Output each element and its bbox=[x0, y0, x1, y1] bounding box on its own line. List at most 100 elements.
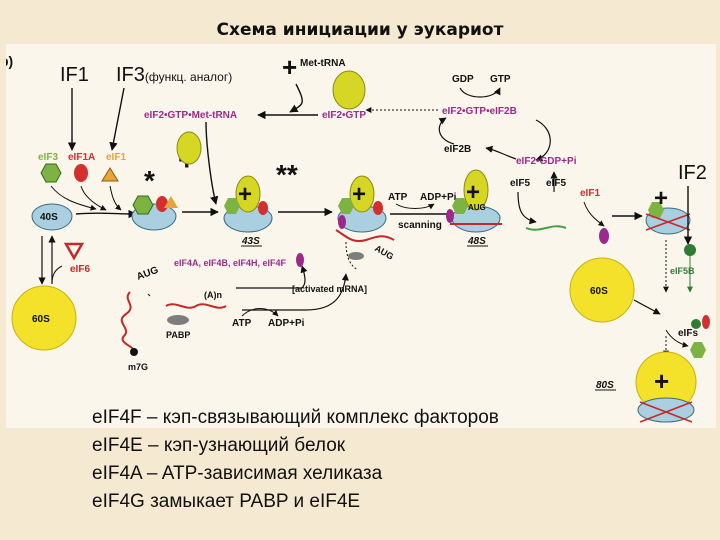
arrow-activated bbox=[147, 293, 151, 297]
pabp-label: PABP bbox=[166, 330, 190, 340]
plus-48s: + bbox=[466, 179, 480, 206]
eif1a-oval bbox=[74, 164, 88, 182]
adp-mrna-label: ADP+Pi bbox=[268, 318, 305, 329]
eif5-b-label: eIF5 bbox=[546, 178, 566, 189]
eif2-gtp-label: eIF2•GTP bbox=[322, 110, 366, 121]
plus-right: + bbox=[654, 185, 668, 212]
star-eif1 bbox=[164, 196, 178, 208]
plus-scan: + bbox=[352, 181, 366, 208]
arrow-met-to-eif2gtp bbox=[289, 83, 303, 113]
plus-met-label: + bbox=[282, 52, 297, 82]
trna-43s bbox=[235, 175, 261, 213]
activated-mrna-label: [activated mRNA] bbox=[292, 284, 367, 294]
eif2-gtp-eif2b-label: eIF2•GTP•eIF2B bbox=[442, 106, 517, 117]
eif4-right bbox=[599, 228, 609, 244]
mrna-right-cross bbox=[645, 213, 691, 231]
m7g-label: m7G bbox=[128, 362, 148, 372]
arrow-trna-down bbox=[205, 121, 219, 205]
star-eif1a bbox=[156, 196, 168, 212]
arrow-factors-converge-2 bbox=[80, 185, 107, 211]
met-trna-label: Met-tRNA bbox=[300, 58, 346, 69]
eif3-hexagon bbox=[40, 163, 62, 183]
arrow-eif5-down bbox=[517, 191, 537, 225]
panel-letter: b) bbox=[6, 53, 13, 69]
eif2-gtp-met-label: eIF2•GTP•Met-tRNA bbox=[144, 110, 237, 121]
eif3-right bbox=[648, 202, 664, 218]
ribosome-40s bbox=[31, 203, 73, 231]
trna-top bbox=[332, 70, 366, 110]
arrow-factors-converge-1 bbox=[50, 185, 97, 211]
eif4-free bbox=[296, 253, 304, 267]
arrow-atp-adp-mrna bbox=[241, 308, 279, 317]
s43-label: 43S bbox=[241, 236, 260, 247]
trna-scan bbox=[349, 175, 375, 213]
eifs-dot-1 bbox=[691, 319, 701, 329]
arrow-40s-to-star bbox=[75, 209, 137, 219]
s60-left-label: 60S bbox=[32, 314, 50, 325]
arrow-gdp-to-eif2b bbox=[485, 145, 517, 160]
mrna-polya bbox=[165, 303, 227, 309]
arrow-activation-line bbox=[242, 273, 349, 311]
arrow-eif2b-cycle-up bbox=[535, 119, 551, 162]
scanning-label: scanning bbox=[398, 220, 442, 231]
mrna-scan bbox=[335, 229, 395, 242]
eif1a-scan bbox=[373, 201, 383, 215]
eifs-hex bbox=[690, 342, 706, 358]
plus-80s: + bbox=[654, 366, 669, 396]
s60-right-label: 60S bbox=[590, 286, 608, 297]
s80-label: 80S bbox=[596, 380, 614, 391]
eif1a-43s bbox=[258, 201, 268, 215]
if3-label: IF3 bbox=[116, 64, 145, 86]
eif3-scan bbox=[338, 198, 354, 214]
diagram-panel: b) + Met-tRNA GDP GTP eIF2•GTP•Met-tRNA … bbox=[0, 44, 716, 428]
dotted-scan-curve bbox=[345, 241, 359, 271]
if3-group: IF3(функц. аналог) bbox=[116, 64, 232, 87]
eif6-label: eIF6 bbox=[70, 264, 90, 275]
arrow-eif1-fall bbox=[583, 201, 605, 227]
initiation-diagram: b) + Met-tRNA GDP GTP eIF2•GTP•Met-tRNA … bbox=[0, 52, 710, 423]
eif2b-label: eIF2B bbox=[444, 144, 471, 155]
gdp-label: GDP bbox=[452, 74, 474, 85]
eif1-right-label: eIF1 bbox=[580, 188, 600, 199]
slide-title: Схема инициации у эукариот bbox=[216, 20, 504, 40]
atp-mrna-label: ATP bbox=[232, 318, 252, 329]
arrow-atp-adp bbox=[395, 203, 435, 210]
mrna-80s-cross bbox=[639, 401, 693, 423]
pabp-shape bbox=[167, 315, 189, 325]
arrow-eifs bbox=[665, 329, 689, 348]
plus-43s: + bbox=[238, 181, 252, 208]
s48-label: 48S bbox=[467, 236, 486, 247]
mrna-right bbox=[525, 225, 567, 231]
arrow-factors-converge-3 bbox=[109, 185, 122, 211]
note-line: eIF4E – кэп-узнающий белок bbox=[92, 435, 346, 456]
gtp-label: GTP bbox=[490, 74, 511, 85]
star-double: ** bbox=[276, 159, 298, 190]
eif5b-dot bbox=[684, 244, 696, 256]
eif1-label: eIF1 bbox=[106, 152, 126, 163]
star-eif3 bbox=[132, 195, 154, 215]
eif4-group-label: eIF4A, eIF4B, eIF4H, eIF4F bbox=[174, 258, 287, 268]
arrow-eif6-bind bbox=[51, 265, 63, 285]
polya-label: (A)n bbox=[204, 290, 222, 300]
note-line: eIF4F – кэп-связывающий комплекс факторо… bbox=[92, 407, 499, 428]
eif4-scan bbox=[338, 215, 346, 229]
eif5b-label: eIF5B bbox=[670, 266, 695, 276]
if2-label: IF2 bbox=[678, 162, 707, 184]
eif3-43s bbox=[224, 198, 240, 214]
eif3-48s bbox=[452, 198, 468, 214]
aug-scan-label: AUG bbox=[373, 243, 395, 262]
ribosome-60s-left bbox=[11, 285, 77, 351]
if1-label: IF1 bbox=[60, 64, 89, 86]
atp-scan-label: ATP bbox=[388, 192, 408, 203]
eifs-label: eIFs bbox=[678, 328, 698, 339]
arrow-60s-right bbox=[633, 299, 661, 315]
eif1-triangle bbox=[101, 167, 119, 182]
ribosome-60s-right bbox=[569, 257, 635, 323]
trna-48s bbox=[463, 169, 489, 211]
arrow-gdp-gtp bbox=[459, 87, 501, 98]
star-single: * bbox=[144, 165, 155, 196]
ribosome-80s-small bbox=[637, 397, 695, 423]
arrow-eif4-up bbox=[236, 265, 308, 289]
aug-48-label: AUG bbox=[468, 203, 486, 212]
eif2-gdp-pi-label: eIF2•GDP+Pi bbox=[516, 156, 577, 167]
